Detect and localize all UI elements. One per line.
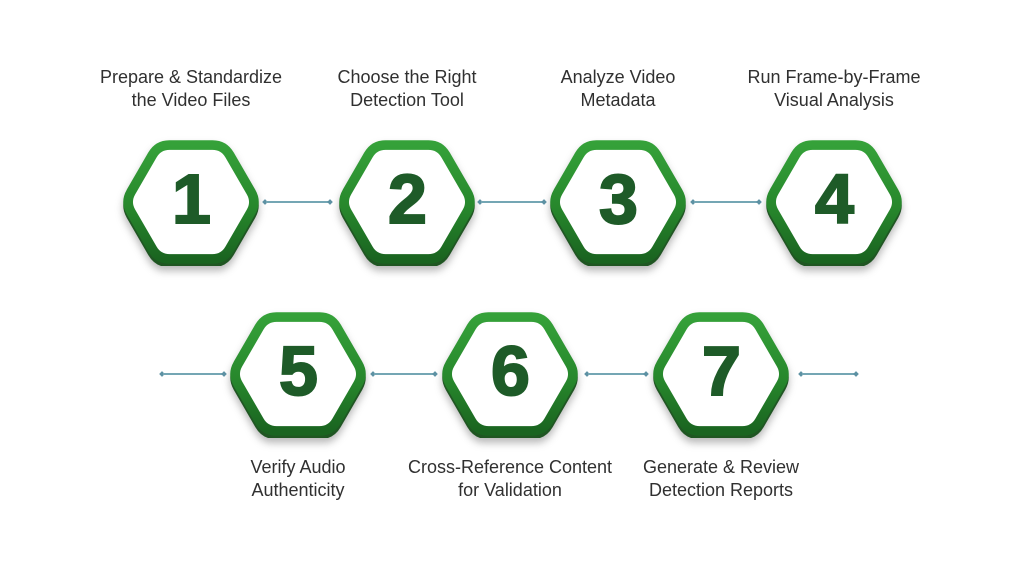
hexagon-icon — [442, 312, 578, 438]
hexagon-icon — [230, 312, 366, 438]
connector-line — [266, 201, 329, 203]
step-2-hexagon: 2 — [334, 138, 480, 266]
step-1-label: Prepare & Standardize the Video Files — [99, 67, 283, 110]
step-3-number: 3 — [598, 159, 639, 239]
connector-line — [163, 373, 223, 375]
step-4-hexagon: 4 — [761, 138, 907, 266]
step-7-label: Generate & Review Detection Reports — [642, 457, 800, 500]
connector-step6-step7 — [585, 370, 648, 378]
connector-step3-step4 — [691, 198, 761, 206]
hexagon-icon — [653, 312, 789, 438]
step-2-number: 2 — [387, 159, 428, 239]
connector-step5-step6 — [371, 370, 437, 378]
step-1-number: 1 — [171, 159, 212, 239]
connector-line — [374, 373, 434, 375]
hexagon-icon — [550, 140, 686, 266]
hexagon-icon — [766, 140, 902, 266]
step-5-label: Verify Audio Authenticity — [250, 457, 346, 500]
connector-out-of-step7 — [799, 370, 858, 378]
step-6-hexagon: 6 — [437, 310, 583, 438]
connector-step2-step3 — [478, 198, 546, 206]
connector-line — [481, 201, 543, 203]
step-3-label: Analyze Video Metadata — [560, 67, 676, 110]
step-6-label: Cross-Reference Content for Validation — [407, 457, 613, 500]
hexagon-icon — [339, 140, 475, 266]
connector-line — [694, 201, 758, 203]
step-7-hexagon: 7 — [648, 310, 794, 438]
step-4-label: Run Frame-by-Frame Visual Analysis — [747, 67, 921, 110]
connector-into-step5 — [160, 370, 226, 378]
connector-step1-step2 — [263, 198, 332, 206]
connector-line — [802, 373, 855, 375]
step-1-hexagon: 1 — [118, 138, 264, 266]
step-3-hexagon: 3 — [545, 138, 691, 266]
hexagon-icon — [123, 140, 259, 266]
step-5-hexagon: 5 — [225, 310, 371, 438]
step-4-number: 4 — [814, 159, 855, 239]
step-7-number: 7 — [701, 331, 742, 411]
step-2-label: Choose the Right Detection Tool — [337, 67, 477, 110]
connector-line — [588, 373, 645, 375]
step-5-number: 5 — [278, 331, 319, 411]
step-6-number: 6 — [490, 331, 531, 411]
